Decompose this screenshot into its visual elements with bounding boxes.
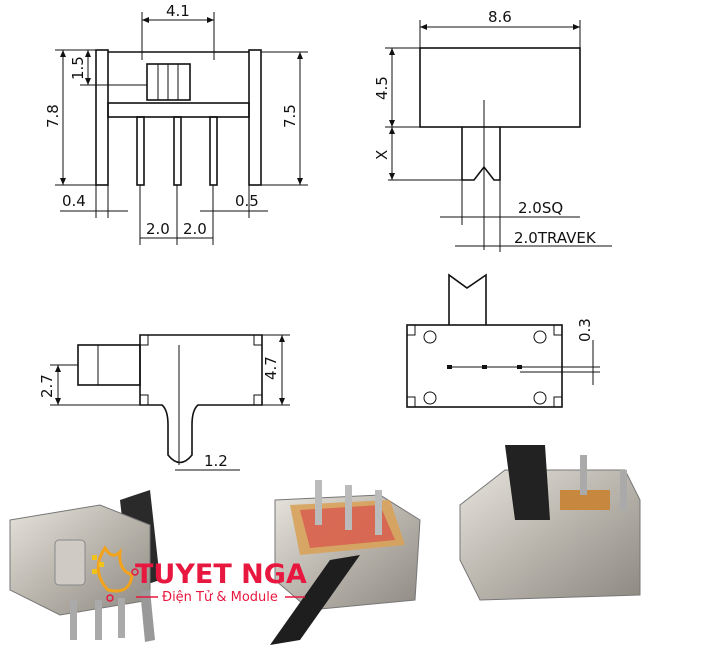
product-photo-right <box>459 445 641 601</box>
dim-pin-width: 1.2 <box>204 452 228 470</box>
end-view-drawing: 2.7 4.7 1.2 <box>38 334 290 471</box>
product-photo-left <box>9 490 160 642</box>
dim-actuator-size: 2.0SQ <box>518 199 563 217</box>
dim-left-offset: 0.4 <box>62 192 86 210</box>
dim-front-height: 4.5 <box>373 76 391 100</box>
dim-travel: 2.0TRAVEK <box>514 229 597 247</box>
dim-right-offset: 0.5 <box>235 192 259 210</box>
dim-actuator-height: 1.5 <box>69 56 87 80</box>
top-view-drawing: 0.3 <box>406 273 600 408</box>
dim-actuator-offset: 2.7 <box>38 374 56 398</box>
dim-body-height: 7.5 <box>281 104 299 128</box>
logo-subtitle: Điện Tử & Module <box>162 590 278 605</box>
dim-slot-offset: 0.3 <box>576 318 594 342</box>
brand-logo: TUYET NGA Điện Tử & Module <box>92 545 307 605</box>
logo-title: TUYET NGA <box>135 559 307 590</box>
dim-total-height: 7.8 <box>44 104 62 128</box>
front-view-drawing: 8.6 4.5 X 2.0SQ 2.0TRAVEK <box>373 8 612 252</box>
dim-front-width: 8.6 <box>488 8 512 26</box>
dim-pitch-right: 2.0 <box>183 220 207 238</box>
side-view-drawing: 4.1 7.8 1.5 7.5 0.4 0.5 2.0 2.0 <box>44 2 308 245</box>
product-photo-middle <box>270 480 421 645</box>
dim-end-height: 4.7 <box>262 356 280 380</box>
dim-pitch-left: 2.0 <box>146 220 170 238</box>
dim-width: 4.1 <box>166 2 190 20</box>
dim-actuator-length: X <box>373 150 391 160</box>
